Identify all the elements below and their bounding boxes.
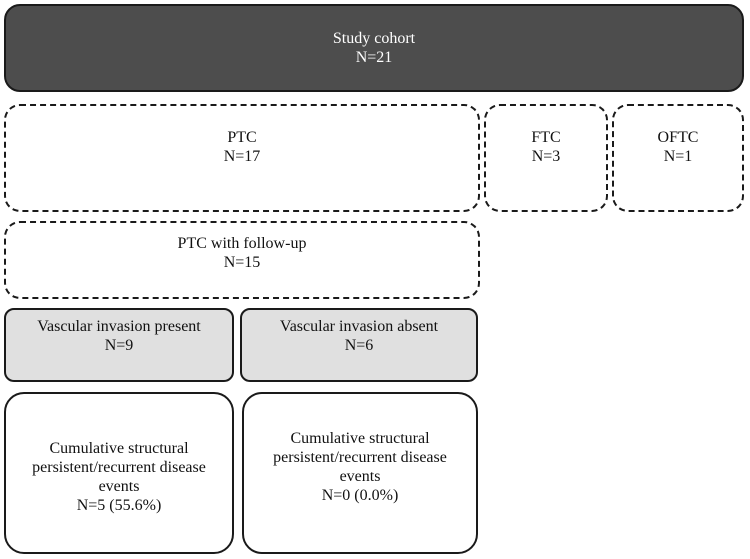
ptc-title: PTC <box>227 129 257 146</box>
vascular-invasion-present-box: Vascular invasion present N=9 <box>4 308 234 382</box>
vascular-invasion-absent-box: Vascular invasion absent N=6 <box>240 308 478 382</box>
events-absent-count: N=0 (0.0%) <box>321 487 399 504</box>
ftc-box: FTC N=3 <box>484 104 608 212</box>
events-present-line1: Cumulative structural <box>49 440 189 457</box>
events-present-count: N=5 (55.6%) <box>76 497 162 514</box>
study-cohort-count: N=21 <box>355 49 393 66</box>
events-absent-box: Cumulative structural persistent/recurre… <box>242 392 478 554</box>
ptc-followup-title: PTC with follow-up <box>177 235 307 252</box>
vascular-invasion-present-title: Vascular invasion present <box>37 318 201 335</box>
vascular-invasion-present-count: N=9 <box>104 337 134 354</box>
vascular-invasion-absent-title: Vascular invasion absent <box>279 318 439 335</box>
ftc-count: N=3 <box>531 148 561 165</box>
ptc-followup-count: N=15 <box>223 254 261 271</box>
study-cohort-title: Study cohort <box>332 30 416 47</box>
ptc-count: N=17 <box>223 148 261 165</box>
ptc-box: PTC N=17 <box>4 104 480 212</box>
events-present-line2: persistent/recurrent disease <box>32 459 206 476</box>
events-absent-line1: Cumulative structural <box>290 430 430 447</box>
vascular-invasion-absent-count: N=6 <box>344 337 374 354</box>
events-absent-line2: persistent/recurrent disease <box>273 449 447 466</box>
study-cohort-box: Study cohort N=21 <box>4 4 744 92</box>
ptc-followup-box: PTC with follow-up N=15 <box>4 221 480 299</box>
oftc-box: OFTC N=1 <box>612 104 744 212</box>
oftc-title: OFTC <box>657 129 699 146</box>
ftc-title: FTC <box>531 129 561 146</box>
events-present-line3: events <box>98 478 140 495</box>
events-absent-line3: events <box>339 468 381 485</box>
oftc-count: N=1 <box>663 148 693 165</box>
events-present-box: Cumulative structural persistent/recurre… <box>4 392 234 554</box>
